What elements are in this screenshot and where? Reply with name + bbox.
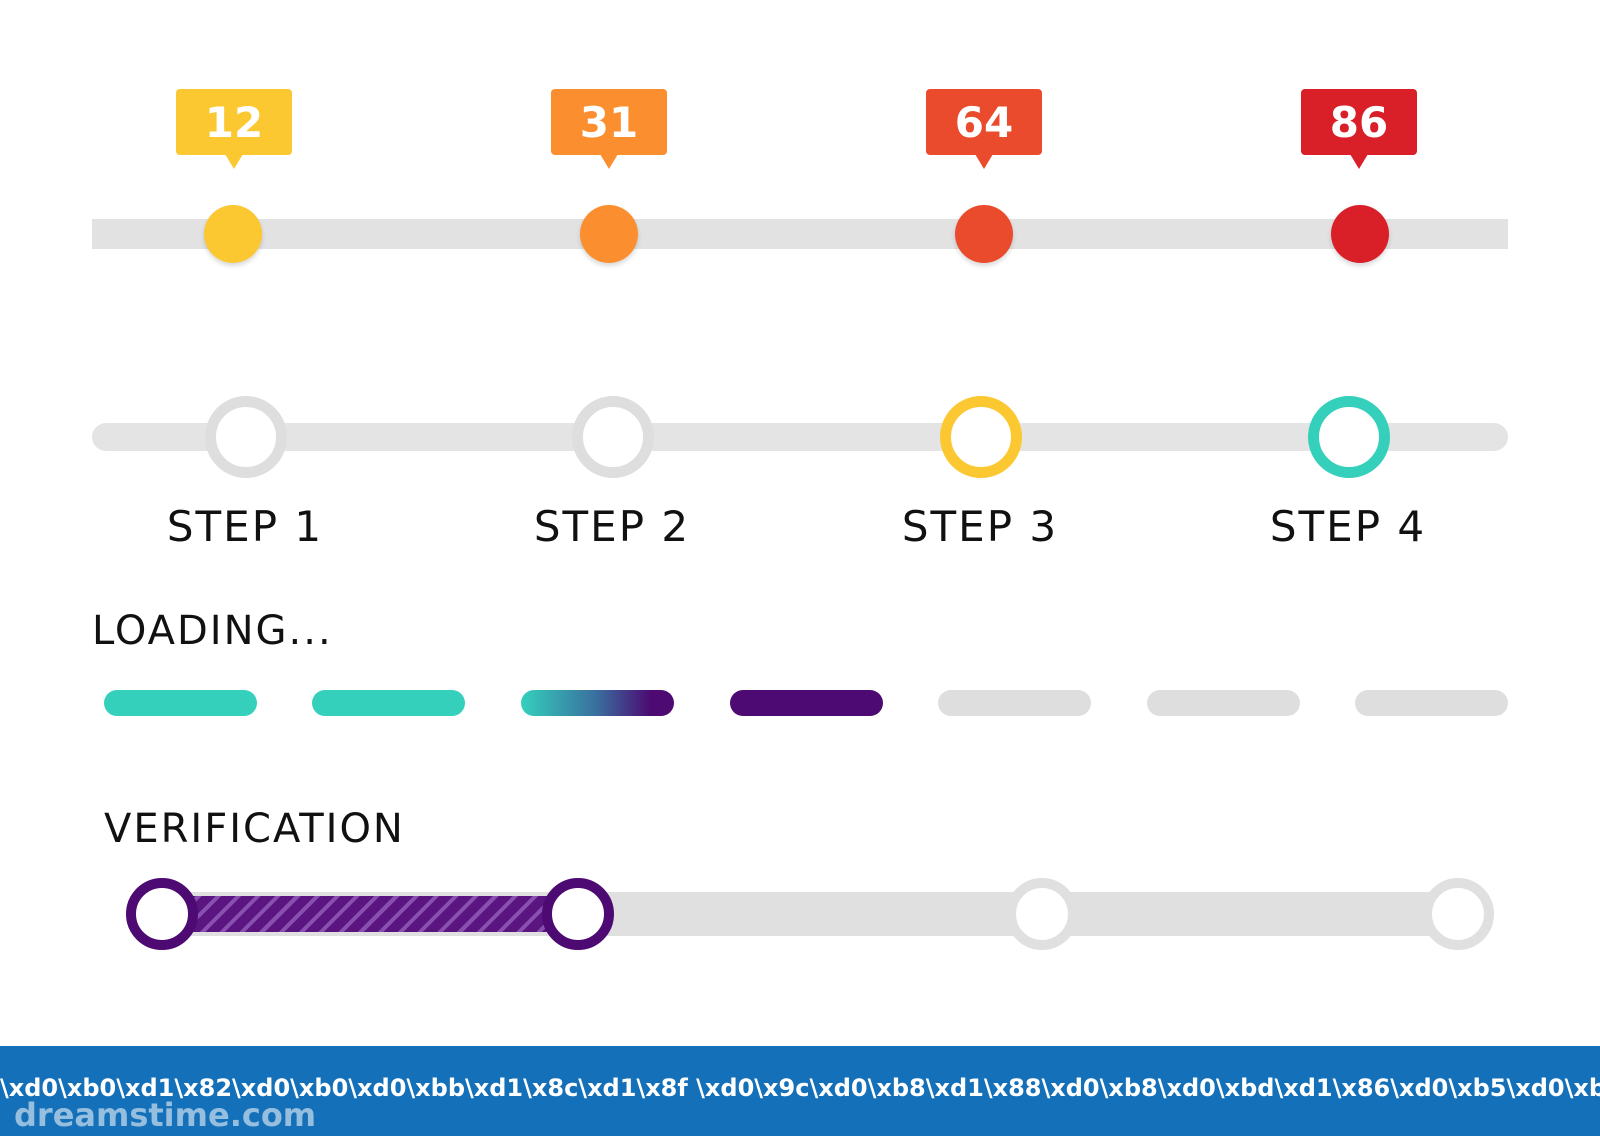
step-2-node[interactable] [572,396,654,478]
verification-progress-fill [162,896,586,932]
loading-segment [1355,690,1508,716]
value-marker-dot[interactable] [955,205,1013,263]
step-1-node[interactable] [205,396,287,478]
verification-checkpoint-3[interactable] [1006,878,1078,950]
value-tooltip: 12 [176,89,292,169]
loading-segment [938,690,1091,716]
steps-track [92,423,1508,451]
step-3-label: STEP 3 [901,502,1059,551]
verification-checkpoint-4[interactable] [1422,878,1494,950]
loading-heading: LOADING... [92,608,333,654]
loading-segment [1147,690,1300,716]
value-marker-dot[interactable] [204,205,262,263]
value-track [92,219,1508,249]
step-3-node[interactable] [940,396,1022,478]
watermark-text: dreamstime.com [14,1096,317,1134]
verification-heading: VERIFICATION [104,806,405,852]
step-2-label: STEP 2 [533,502,691,551]
verification-checkpoint-2[interactable] [542,878,614,950]
step-4-node[interactable] [1308,396,1390,478]
loading-segment [104,690,257,716]
footer-banner: \xd0\xb0\xd1\x82\xd0\xb0\xd0\xbb\xd1\x8c… [0,1046,1600,1136]
footer-text: \xd0\xb0\xd1\x82\xd0\xb0\xd0\xbb\xd1\x8c… [0,1074,1600,1102]
loading-segment [730,690,883,716]
loading-segment [312,690,465,716]
value-marker-dot[interactable] [580,205,638,263]
value-tooltip: 64 [926,89,1042,169]
step-1-label: STEP 1 [166,502,324,551]
value-tooltip: 31 [551,89,667,169]
verification-checkpoint-1[interactable] [126,878,198,950]
value-tooltip: 86 [1301,89,1417,169]
loading-segment [521,690,674,716]
value-marker-dot[interactable] [1331,205,1389,263]
step-4-label: STEP 4 [1269,502,1427,551]
